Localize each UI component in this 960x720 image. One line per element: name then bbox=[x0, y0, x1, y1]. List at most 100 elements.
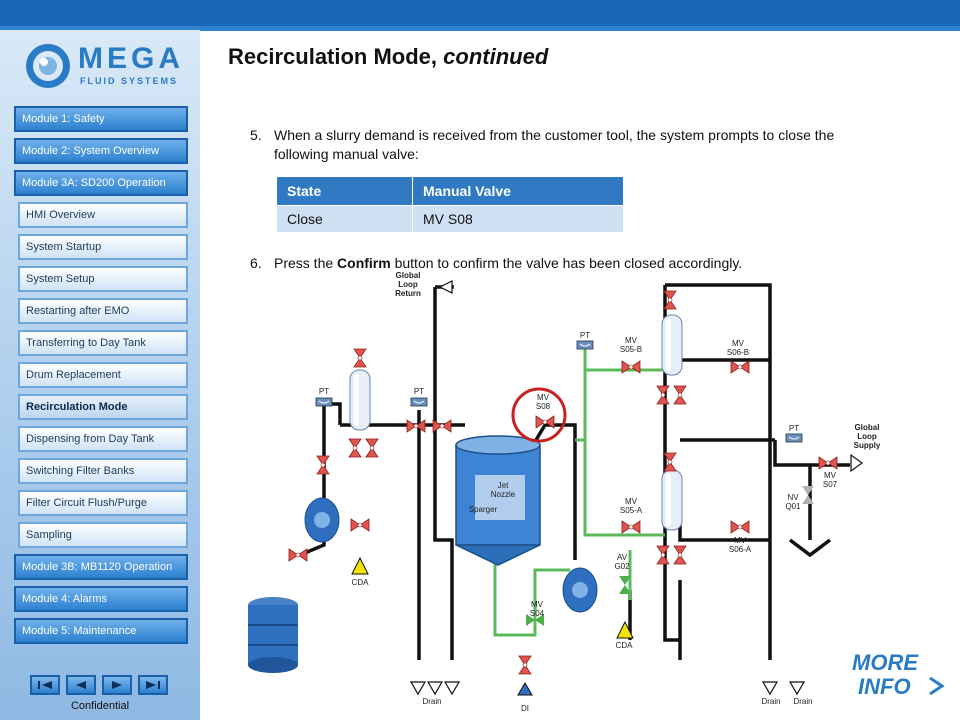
step-6-post: button to confirm the valve has been clo… bbox=[390, 255, 743, 271]
cda-supplies bbox=[351, 556, 634, 639]
label-nv-q01: Q01 bbox=[785, 502, 801, 511]
nav-item-module-4-alarms[interactable]: Module 4: Alarms bbox=[14, 586, 188, 612]
nav-item-transferring-to-day-tank[interactable]: Transferring to Day Tank bbox=[18, 330, 188, 356]
logo-word: MEGA bbox=[78, 42, 184, 75]
step-6-text: Press the Confirm button to confirm the … bbox=[274, 254, 854, 273]
label-global-loop-return: Loop bbox=[398, 280, 418, 289]
last-icon bbox=[146, 681, 160, 689]
nav-item-switching-filter-banks[interactable]: Switching Filter Banks bbox=[18, 458, 188, 484]
step-5-text: When a slurry demand is received from th… bbox=[274, 127, 835, 162]
nav-item-dispensing-from-day-tank[interactable]: Dispensing from Day Tank bbox=[18, 426, 188, 452]
label-mv-s06b: MV bbox=[732, 339, 745, 348]
label-drain-2: Drain bbox=[761, 697, 780, 706]
label-global-loop-supply: Global bbox=[855, 423, 880, 432]
next-slide-button[interactable] bbox=[102, 675, 132, 695]
title-italic: continued bbox=[443, 44, 549, 69]
label-pt-2: PT bbox=[414, 387, 424, 396]
pumps bbox=[304, 497, 598, 613]
table-row: Close MV S08 bbox=[276, 205, 624, 233]
nav-item-drum-replacement[interactable]: Drum Replacement bbox=[18, 362, 188, 388]
next-icon bbox=[112, 681, 122, 689]
return-arrow-icon bbox=[438, 280, 453, 294]
step-6: 6. Press the Confirm button to confirm t… bbox=[250, 254, 870, 274]
label-mv-s04: S04 bbox=[530, 609, 545, 618]
label-cda-1: CDA bbox=[352, 578, 370, 587]
label-di: DI bbox=[521, 704, 529, 713]
step-5: 5. When a slurry demand is received from… bbox=[250, 126, 870, 166]
step-6-bold: Confirm bbox=[337, 255, 391, 271]
nav-item-module-2-system-overview[interactable]: Module 2: System Overview bbox=[14, 138, 188, 164]
table-header-manual-valve: Manual Valve bbox=[412, 176, 624, 206]
mv-s08-highlight bbox=[511, 387, 567, 443]
company-logo: MEGA FLUID SYSTEMS bbox=[20, 38, 190, 98]
more-info-line1: MORE bbox=[852, 650, 919, 675]
more-info-button[interactable]: MORE INFO bbox=[850, 648, 950, 698]
label-global-loop-return: Global bbox=[396, 271, 421, 280]
table-cell-state: Close bbox=[276, 205, 413, 233]
first-icon bbox=[38, 681, 52, 689]
slide-navigation-buttons bbox=[30, 675, 170, 697]
drains bbox=[410, 681, 805, 696]
label-jet-nozzle: Nozzle bbox=[491, 490, 516, 499]
label-mv-s06a: MV bbox=[734, 536, 747, 545]
label-pt-4: PT bbox=[789, 424, 799, 433]
green-pipes bbox=[493, 345, 665, 637]
label-sparger: Sparger bbox=[469, 505, 498, 514]
label-mv-s05b: MV bbox=[625, 336, 638, 345]
previous-icon bbox=[76, 681, 86, 689]
step-6-pre: Press the bbox=[274, 255, 338, 271]
nav-item-system-startup[interactable]: System Startup bbox=[18, 234, 188, 260]
label-pt-3: PT bbox=[580, 331, 590, 340]
title-main: Recirculation Mode, bbox=[228, 44, 438, 69]
more-info-arrow-icon bbox=[929, 676, 945, 696]
top-banner-accent bbox=[0, 26, 960, 31]
label-mv-s05b: S05-B bbox=[620, 345, 642, 354]
process-diagram: GlobalLoopReturnGlobalLoopSupplyPTPTPTPT… bbox=[248, 271, 881, 713]
step-5-number: 5. bbox=[250, 127, 262, 143]
label-jet-nozzle: Jet bbox=[498, 481, 509, 490]
first-slide-button[interactable] bbox=[30, 675, 60, 695]
label-cda-2: CDA bbox=[616, 641, 634, 650]
confidential-label: Confidential bbox=[70, 700, 130, 712]
label-av-g02: AV bbox=[617, 553, 628, 562]
nav-item-hmi-overview[interactable]: HMI Overview bbox=[18, 202, 188, 228]
label-drain-1: Drain bbox=[422, 697, 441, 706]
label-pt-1: PT bbox=[319, 387, 329, 396]
label-mv-s06a: S06-A bbox=[729, 545, 752, 554]
last-slide-button[interactable] bbox=[138, 675, 168, 695]
label-mv-s04: MV bbox=[531, 600, 544, 609]
nav-item-module-3b-mb1120-operation[interactable]: Module 3B: MB1120 Operation bbox=[14, 554, 188, 580]
nav-item-filter-circuit-flush-purge[interactable]: Filter Circuit Flush/Purge bbox=[18, 490, 188, 516]
table-cell-valve: MV S08 bbox=[412, 205, 624, 233]
label-av-g02: G02 bbox=[614, 562, 630, 571]
nav-item-module-1-safety[interactable]: Module 1: Safety bbox=[14, 106, 188, 132]
nav-item-restarting-after-emo[interactable]: Restarting after EMO bbox=[18, 298, 188, 324]
more-info-line2: INFO bbox=[858, 674, 911, 698]
top-banner bbox=[0, 0, 960, 30]
logo-subtitle: FLUID SYSTEMS bbox=[80, 76, 179, 86]
nav-item-module-5-maintenance[interactable]: Module 5: Maintenance bbox=[14, 618, 188, 644]
step-6-number: 6. bbox=[250, 255, 262, 271]
day-tank bbox=[455, 435, 541, 566]
label-mv-s08: S08 bbox=[536, 402, 551, 411]
table-header-state: State bbox=[276, 176, 413, 206]
manual-valve-table: State Manual Valve Close MV S08 bbox=[276, 176, 624, 233]
valves bbox=[288, 290, 838, 675]
label-mv-s05a: S05-A bbox=[620, 506, 643, 515]
label-global-loop-supply: Loop bbox=[857, 432, 877, 441]
supply-arrow-icon bbox=[850, 453, 864, 473]
page-title: Recirculation Mode, continued bbox=[228, 44, 548, 70]
nav-item-recirculation-mode[interactable]: Recirculation Mode bbox=[18, 394, 188, 420]
label-mv-s05a: MV bbox=[625, 497, 638, 506]
nav-item-sampling[interactable]: Sampling bbox=[18, 522, 188, 548]
label-nv-q01: NV bbox=[787, 493, 799, 502]
nav-item-module-3a-sd200-operation[interactable]: Module 3A: SD200 Operation bbox=[14, 170, 188, 196]
label-global-loop-supply: Supply bbox=[854, 441, 881, 450]
nav-item-system-setup[interactable]: System Setup bbox=[18, 266, 188, 292]
previous-slide-button[interactable] bbox=[66, 675, 96, 695]
drum bbox=[248, 597, 298, 673]
label-mv-s06b: S06-B bbox=[727, 348, 749, 357]
label-mv-s07: MV bbox=[824, 471, 837, 480]
